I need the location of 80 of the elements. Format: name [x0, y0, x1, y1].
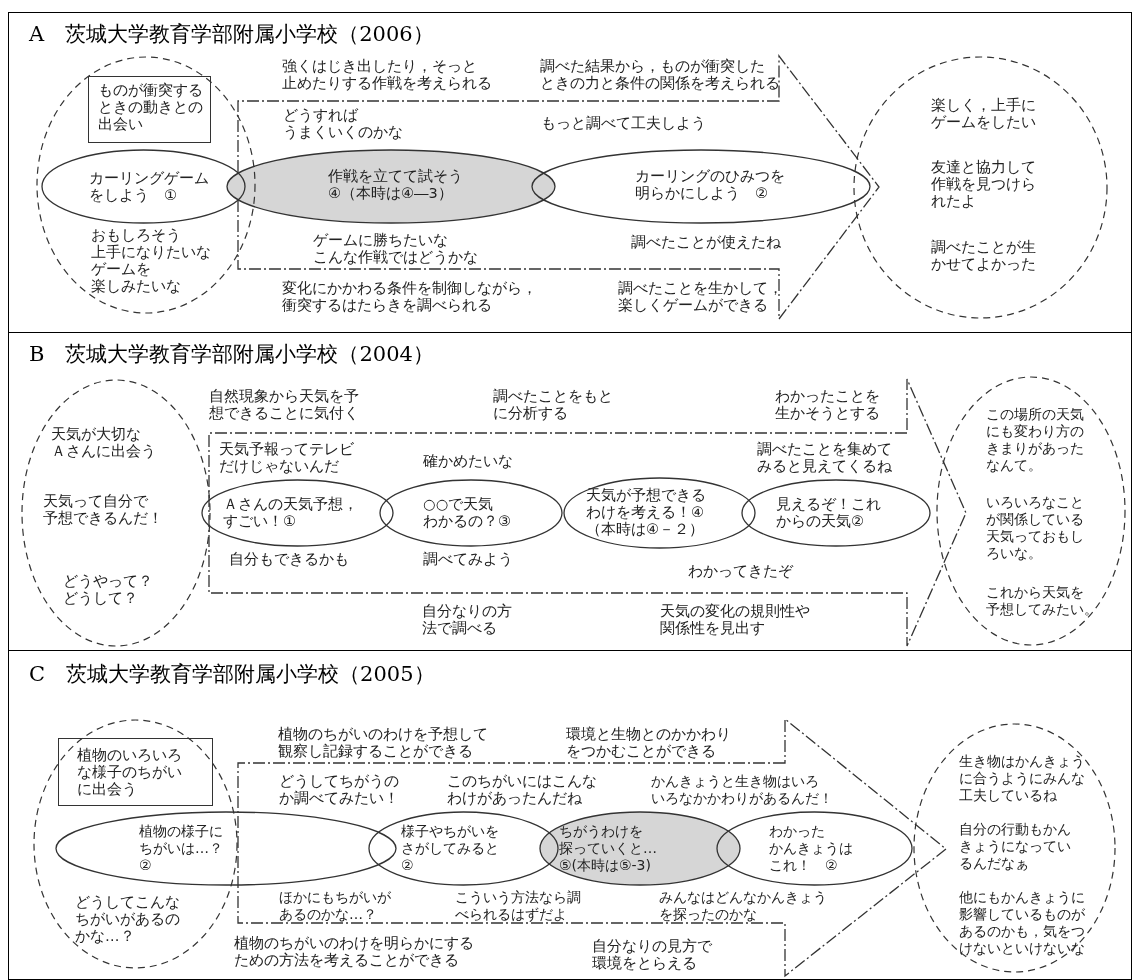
step-text: Ａさんの天気予想，すごい！① [223, 496, 358, 530]
thought-text: 調べたことが生かせてよかった [931, 239, 1036, 273]
goal-text: 自然現象から天気を予想できることに気付く [209, 388, 359, 422]
step-text: 様子やちがいをさがしてみると② [401, 823, 499, 874]
thought-text: みんなはどんなかんきょうを探ったのかな [659, 889, 827, 923]
ellipse [226, 149, 556, 224]
thought-text: 楽しく，上手にゲームをしたい [931, 97, 1036, 131]
goal-text: 植物のちがいのわけを明らかにするための方法を考えることができる [234, 935, 474, 969]
panel-frame [8, 650, 1132, 980]
step-text: わかったかんきょうはこれ！ ② [769, 823, 853, 874]
goal-text: 調べた結果から，ものが衝突したときの力と条件の関係を考えられる [540, 58, 780, 92]
thought-text: こういう方法なら調べられるはずだよ [455, 889, 581, 923]
goal-text: 天気の変化の規則性や関係性を見出す [660, 603, 810, 637]
step-text: ちがうわけを探っていくと…⑤(本時は⑤-3) [559, 823, 657, 874]
goal-text: 調べたことをもとに分析する [493, 388, 613, 422]
step-text: 天気が予想できるわけを考える！④（本時は④－２） [586, 487, 706, 538]
ellipse [201, 479, 394, 547]
thought-text: 生き物はかんきょうに合うようにみんな工夫しているね [959, 753, 1085, 804]
thought-text: この場所の天気にも変わり方のきまりがあったなんて。 [986, 406, 1084, 474]
ellipse [741, 479, 931, 547]
ellipse [55, 811, 397, 886]
thought-text: 天気予報ってテレビだけじゃないんだ [219, 441, 354, 475]
dashed-ellipse [913, 723, 1116, 973]
step-text: 作戦を立てて試そう④（本時は④―3） [328, 168, 463, 202]
ellipse [539, 811, 741, 886]
thought-text: このちがいにはこんなわけがあったんだね [447, 773, 597, 807]
thought-text: 自分もできるかも [229, 551, 349, 568]
thought-text: 確かめたいな [423, 453, 513, 470]
thought-text: 天気って自分で予想できるんだ！ [43, 493, 163, 527]
goal-text: 調べたことを生かして，楽しくゲームができる [618, 280, 783, 314]
thought-text: どうすればうまくいくのかな [283, 107, 403, 141]
step-text: ○○で天気わかるの？③ [423, 496, 511, 530]
dashed-ellipse [36, 56, 256, 314]
step-text: カーリングゲームをしよう ① [89, 170, 209, 204]
goal-text: 環境と生物とのかかわりをつかむことができる [566, 726, 731, 760]
step-text: カーリングのひみつを明らかにしよう ② [635, 168, 785, 202]
thought-text: 調べてみよう [423, 551, 513, 568]
text-box [88, 76, 211, 143]
goal-text: 変化にかかわる条件を制御しながら，衝突するはたらきを調べられる [282, 280, 537, 314]
dashed-ellipse [936, 376, 1126, 646]
ellipse [379, 479, 563, 547]
thought-text: おもしろそう上手になりたいなゲームを楽しみたいな [91, 227, 211, 295]
step-text: 植物の様子にちがいは…？② [139, 823, 223, 874]
dashed-ellipse [853, 56, 1108, 319]
thought-text: ほかにもちがいがあるのかな…？ [279, 889, 391, 923]
ellipse [531, 149, 871, 224]
thought-text: どうしてこんなちがいがあるのかな…？ [75, 894, 180, 945]
goal-text: 強くはじき出したり，そっと止めたりする作戦を考えられる [282, 58, 492, 92]
panel-title: A 茨城大学教育学部附属小学校（2006） [29, 21, 434, 47]
box-text: ものが衝突するときの動きとの出会い [98, 82, 203, 133]
thought-text: 調べたことを集めてみると見えてくるね [757, 441, 892, 475]
panel-title: B 茨城大学教育学部附属小学校（2004） [29, 341, 434, 367]
thought-text: これから天気を予想してみたい。 [986, 584, 1098, 618]
ellipse [563, 477, 756, 549]
text-box [58, 738, 213, 806]
goal-text: 自分なりの方法で調べる [422, 603, 512, 637]
thought-text: もっと調べて工夫しよう [541, 115, 706, 132]
box-text: 植物のいろいろな様子のちがいに出会う [77, 747, 182, 798]
ellipse [716, 811, 913, 886]
step-text: 見えるぞ！これからの天気② [776, 496, 881, 530]
panel-title: C 茨城大学教育学部附属小学校（2005） [29, 661, 435, 687]
dashed-ellipse [21, 379, 211, 647]
panel-frame [8, 12, 1132, 333]
ellipse [368, 811, 559, 886]
ellipse [41, 149, 246, 224]
thought-text: どうやって？どうして？ [63, 573, 153, 607]
panel-frame [8, 332, 1132, 651]
thought-text: いろいろなことが関係している天気っておもしろいな。 [986, 494, 1084, 562]
thought-text: 他にもかんきょうに影響しているものがあるのかも，気をつけないといけないな [959, 889, 1085, 957]
thought-text: 調べたことが使えたね [631, 234, 781, 251]
goal-text: 植物のちがいのわけを予想して観察し記録することができる [278, 726, 488, 760]
thought-text: かんきょうと生き物はいろいろなかかわりがあるんだ！ [651, 773, 833, 807]
thought-text: 自分の行動もかんきょうになっているんだなぁ [959, 821, 1071, 872]
goal-text: わかったことを生かそうとする [775, 388, 880, 422]
thought-text: 友達と協力して作戦を見つけられたよ [931, 159, 1036, 210]
goal-text: 自分なりの見方で環境をとらえる [592, 938, 712, 972]
thought-text: わかってきたぞ [688, 563, 793, 580]
thought-text: どうしてちがうのか調べてみたい！ [279, 773, 399, 807]
thought-text: 天気が大切なＡさんに出会う [51, 426, 156, 460]
thought-text: ゲームに勝ちたいなこんな作戦ではどうかな [313, 232, 478, 266]
